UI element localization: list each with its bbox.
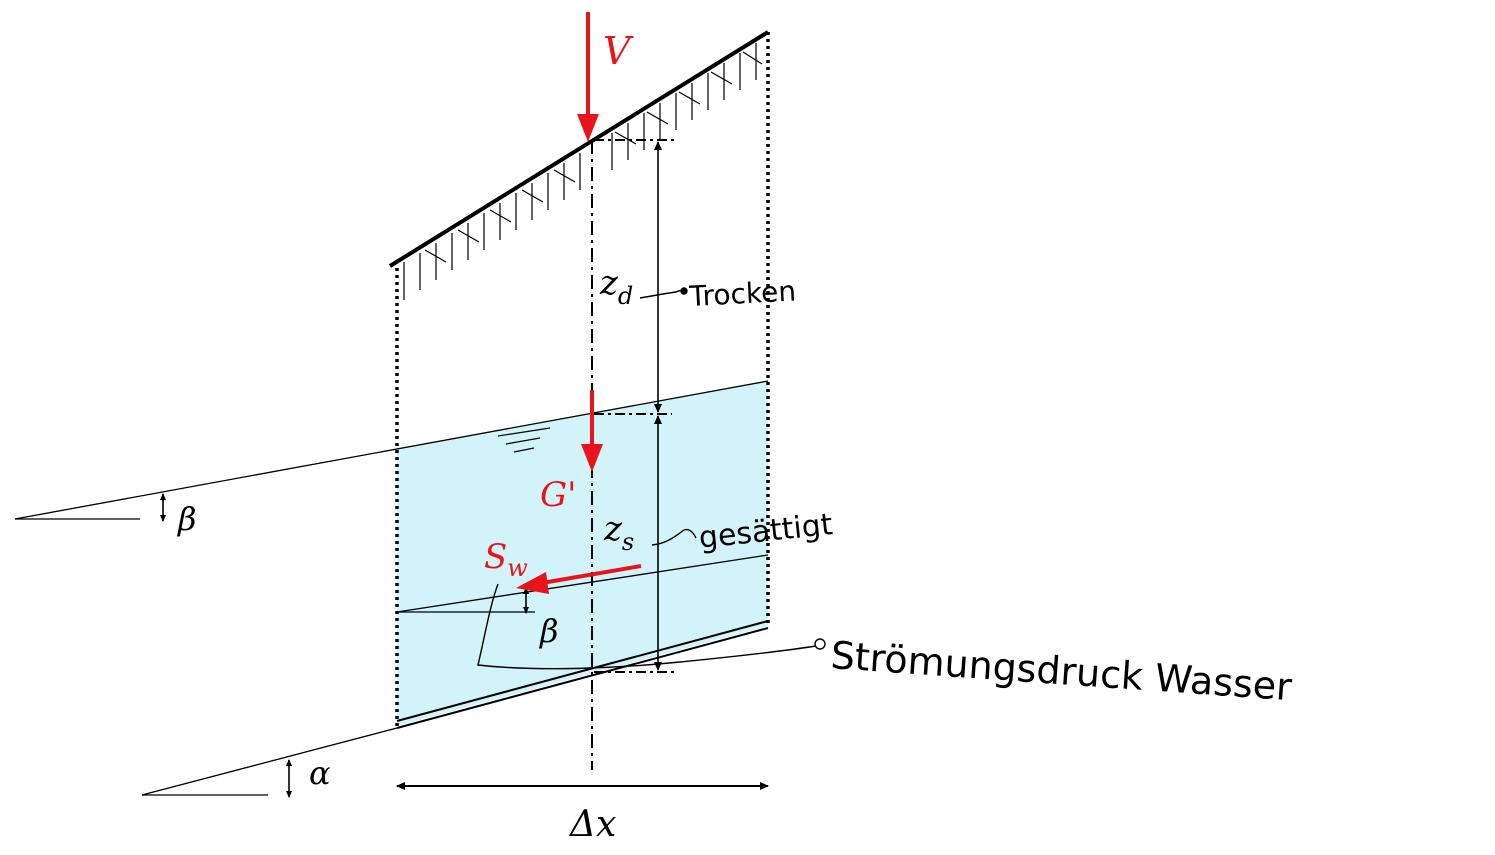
base-slip-line-top <box>396 620 769 722</box>
label-zs-sub: s <box>622 528 634 556</box>
label-zs: zs <box>603 509 634 556</box>
ground-hatching <box>403 43 763 300</box>
label-sw: Sw <box>484 537 528 582</box>
saturated-zone <box>397 381 768 726</box>
label-v: V <box>603 29 634 73</box>
label-sw-main: S <box>484 537 507 577</box>
water-table-line <box>14 380 769 520</box>
base-slip-line-bottom <box>396 627 769 729</box>
note-flow: Strömungsdruck Wasser <box>829 633 1293 709</box>
force-v-arrow <box>577 12 599 142</box>
water-level-symbol <box>497 427 551 453</box>
label-zd-main: z <box>599 263 619 303</box>
label-zd: zd <box>599 263 633 310</box>
label-zd-sub: d <box>618 282 633 310</box>
label-g: G' <box>540 475 577 515</box>
label-alpha: α <box>309 754 331 792</box>
force-sw-arrow <box>516 564 642 594</box>
base-extension-line <box>141 727 398 796</box>
force-g-arrow <box>581 390 603 472</box>
note-dry: Trocken <box>688 274 797 313</box>
label-zs-main: z <box>603 509 623 549</box>
label-sw-sub: w <box>507 554 528 582</box>
label-beta-water: β <box>539 612 559 650</box>
ground-surface-line <box>388 30 770 268</box>
label-beta-ground: β <box>177 500 197 538</box>
label-delta-x: Δx <box>568 804 616 845</box>
inner-flow-line <box>396 554 769 613</box>
handwriting-leaders <box>477 287 826 670</box>
